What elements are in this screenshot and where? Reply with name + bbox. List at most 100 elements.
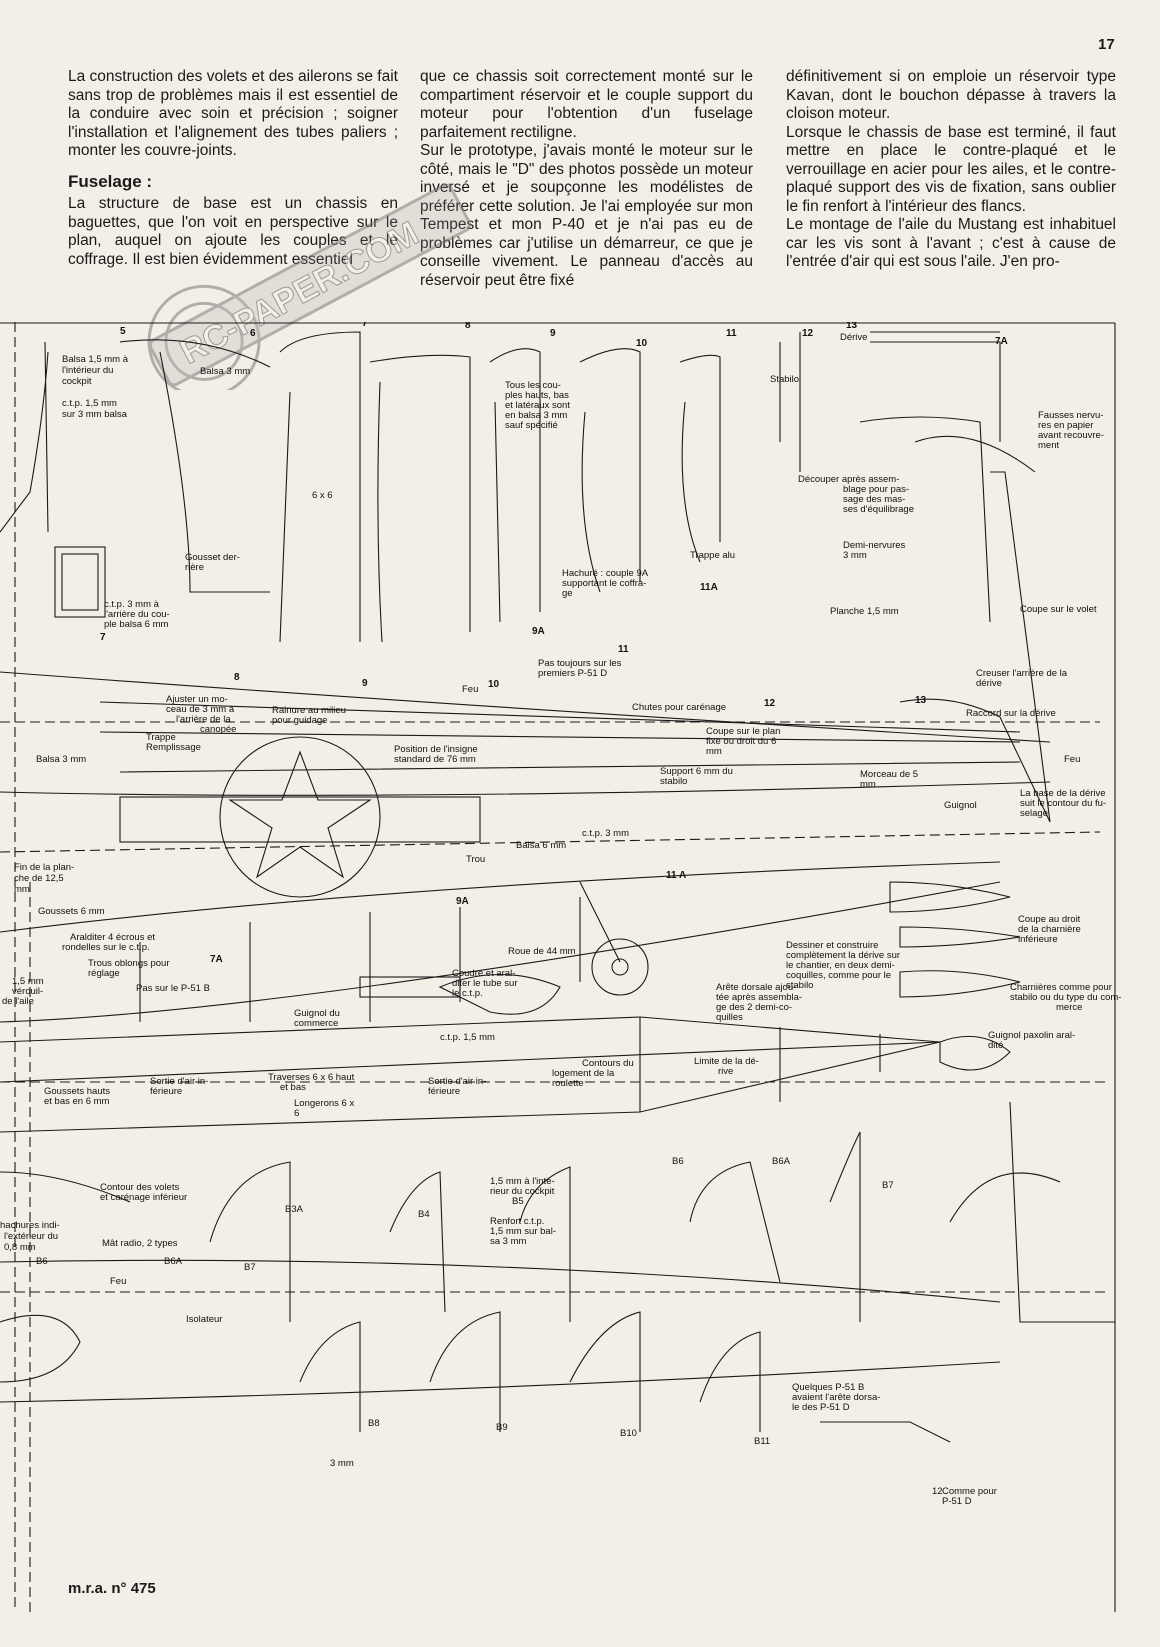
paragraph: Lorsque le chassis de base est terminé, … xyxy=(786,123,1116,215)
paragraph: Le montage de l'aile du Mustang est inha… xyxy=(786,216,1116,270)
text-column-2: que ce chassis soit correctement monté s… xyxy=(420,68,753,290)
plan-label: Guignol paxolin aral-dité xyxy=(988,1030,1075,1051)
former-number: 10 xyxy=(488,679,500,690)
former-number: 7A xyxy=(210,954,223,965)
former-number: 7 xyxy=(362,322,368,329)
paragraph: La construction des volets et des ailero… xyxy=(68,68,398,159)
former-number: 12 xyxy=(802,328,814,339)
plan-label: Dérive xyxy=(840,332,867,343)
plan-label: Trou xyxy=(466,854,485,865)
plan-label: Balsa 6 mm xyxy=(516,840,566,851)
former-number: 9 xyxy=(362,678,368,689)
former-label: B3A xyxy=(285,1204,304,1215)
plan-label: Mât radio, 2 types xyxy=(102,1238,178,1249)
plan-label: Renfort c.t.p.1,5 mm sur bal-sa 3 mm xyxy=(490,1216,556,1247)
former-label: B8 xyxy=(368,1418,380,1429)
former-number: 9 xyxy=(550,328,556,339)
former-number: 11 xyxy=(726,328,737,339)
plan-label: Feu xyxy=(110,1276,126,1287)
plan-label: 6 x 6 xyxy=(312,490,333,501)
former-number: 6 xyxy=(250,328,256,339)
former-number: 8 xyxy=(465,322,471,331)
plan-label: 3 mm xyxy=(330,1458,354,1469)
former-number: 11A xyxy=(700,582,718,593)
plan-label: c.t.p. 3 mm xyxy=(582,828,629,839)
former-number: 5 xyxy=(120,326,126,337)
former-number: 9A xyxy=(532,626,545,637)
plan-label: Balsa 3 mm xyxy=(36,754,86,765)
former-number: 12 xyxy=(764,698,776,709)
plan-label: Gousset der-rière xyxy=(185,552,240,573)
plan-label: Arête dorsale ajou-tée après assembla-ge… xyxy=(716,982,802,1023)
footer-issue: m.r.a. n° 475 xyxy=(68,1580,156,1597)
paragraph: Sur le prototype, j'avais monté le moteu… xyxy=(420,142,753,289)
text-column-1: La construction des volets et des ailero… xyxy=(68,68,398,269)
plan-label: Guignol xyxy=(944,800,977,811)
former-number: 9A xyxy=(456,896,469,907)
paragraph: que ce chassis soit correctement monté s… xyxy=(420,68,753,141)
plan-label: c.t.p. 1,5 mm xyxy=(440,1032,495,1043)
former-number: 10 xyxy=(636,338,648,349)
former-label: 12 xyxy=(932,1486,943,1497)
plan-label: Sortie d'air in-férieure xyxy=(428,1076,486,1097)
plan-label: Planche 1,5 mm xyxy=(830,606,899,617)
paragraph: La structure de base est un chassis en b… xyxy=(68,195,398,268)
former-number: 11 A xyxy=(666,870,686,881)
former-number: 7A xyxy=(995,336,1008,347)
text-column-3: définitivement si on emploie un réservoi… xyxy=(786,68,1116,272)
plan-label: Découper après assem-blage pour pas-sage… xyxy=(798,474,914,515)
plan-label: Sortie d'air in-férieure xyxy=(150,1076,208,1097)
plan-label: Feu xyxy=(1064,754,1080,765)
former-label: B10 xyxy=(620,1428,637,1439)
former-label: B11 xyxy=(754,1436,770,1447)
former-numbers: 5 6 7 8 9 10 11 12 13 7A 9A 11A 13 10 11… xyxy=(100,322,1008,965)
plan-drawing: 5 6 7 8 9 10 11 12 13 7A 9A 11A 13 10 11… xyxy=(0,322,1121,1612)
former-label: B7 xyxy=(244,1262,256,1273)
former-number: 13 xyxy=(846,322,858,331)
plan-label: Goussets 6 mm xyxy=(38,906,105,917)
former-b-labels: B3A B4 B5 B6 B6A B7 B8 B9 B10 B11 B6 B6A… xyxy=(36,1156,943,1497)
former-label: B7 xyxy=(882,1180,894,1191)
former-label: B6 xyxy=(36,1256,48,1267)
former-label: B4 xyxy=(418,1209,430,1220)
former-label: B6 xyxy=(672,1156,684,1167)
plan-label: Stabilo xyxy=(770,374,799,385)
plan-label: Isolateur xyxy=(186,1314,222,1325)
former-number: 7 xyxy=(100,632,106,643)
plan-label: Balsa 3 mm xyxy=(200,366,250,377)
section-heading: Fuselage : xyxy=(68,171,153,191)
former-number: 13 xyxy=(915,695,927,706)
former-label: B9 xyxy=(496,1422,508,1433)
plan-label: Roue de 44 mm xyxy=(508,946,576,957)
plan-label: Trappe alu xyxy=(690,550,735,561)
watermark-logo: RC-PAPER.COM xyxy=(147,183,472,390)
plan-label: Feu xyxy=(462,684,478,695)
plan-label: Pas sur le P-51 B xyxy=(136,983,210,994)
